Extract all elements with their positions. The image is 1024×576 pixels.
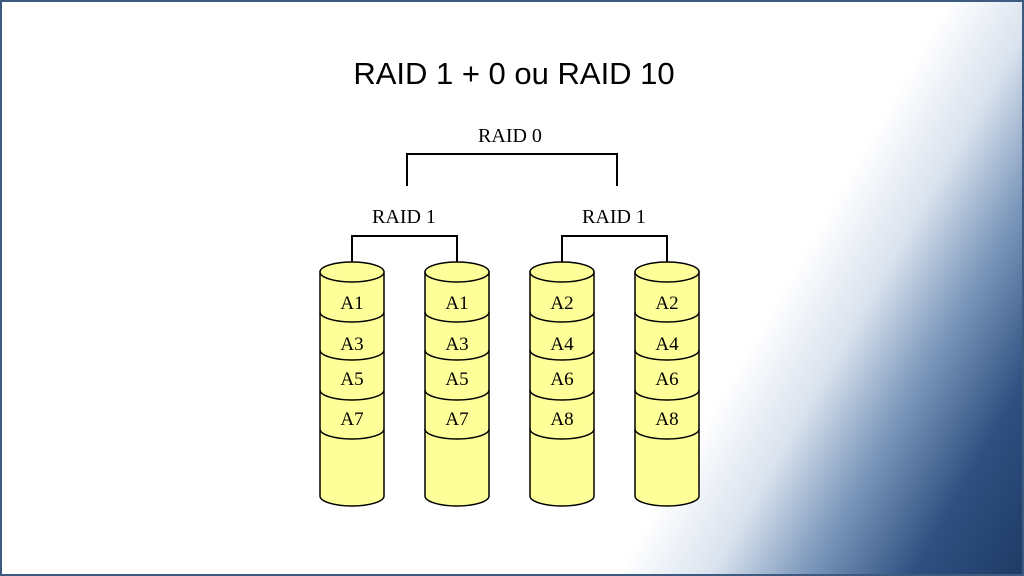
block-label: A6: [655, 369, 678, 390]
block-label: A2: [655, 293, 678, 314]
block-label: A1: [445, 293, 468, 314]
disk-body: [424, 271, 490, 507]
disk-segment-divider: [319, 428, 385, 440]
raid0-label: RAID 0: [478, 125, 542, 147]
raid1-connector-right: [561, 235, 668, 266]
block-label: A1: [340, 293, 363, 314]
disk-segment-divider: [529, 389, 595, 401]
raid1-connector-left: [351, 235, 458, 266]
block-label: A3: [340, 334, 363, 355]
disk-segment-divider: [319, 389, 385, 401]
slide-title: RAID 1 + 0 ou RAID 10: [353, 56, 675, 91]
disk-top: [529, 261, 595, 283]
raid1-label-right: RAID 1: [582, 206, 646, 228]
disk-segment-divider: [634, 349, 700, 361]
block-label: A6: [550, 369, 573, 390]
disk-segment-divider: [424, 311, 490, 323]
disk-body: [634, 271, 700, 507]
block-label: A2: [550, 293, 573, 314]
block-label: A4: [550, 334, 574, 355]
disk-segment-divider: [529, 349, 595, 361]
block-label: A7: [445, 409, 468, 430]
block-label: A8: [550, 409, 573, 430]
raid0-connector: [406, 153, 618, 186]
block-label: A3: [445, 334, 468, 355]
disk-body: [319, 271, 385, 507]
disk-body: [529, 271, 595, 507]
block-label: A5: [445, 369, 468, 390]
disk-top: [319, 261, 385, 283]
disk-segment-divider: [319, 349, 385, 361]
disk-segment-divider: [634, 428, 700, 440]
disk-top: [634, 261, 700, 283]
disk-segment-divider: [424, 349, 490, 361]
disk-top: [424, 261, 490, 283]
disk-segment-divider: [529, 428, 595, 440]
disk-segment-divider: [634, 389, 700, 401]
disk-segment-divider: [424, 389, 490, 401]
disk-segment-divider: [424, 428, 490, 440]
raid1-label-left: RAID 1: [372, 206, 436, 228]
block-label: A8: [655, 409, 678, 430]
disk-segment-divider: [529, 311, 595, 323]
block-label: A5: [340, 369, 363, 390]
disk-segment-divider: [634, 311, 700, 323]
disk-segment-divider: [319, 311, 385, 323]
block-label: A4: [655, 334, 679, 355]
block-label: A7: [340, 409, 363, 430]
